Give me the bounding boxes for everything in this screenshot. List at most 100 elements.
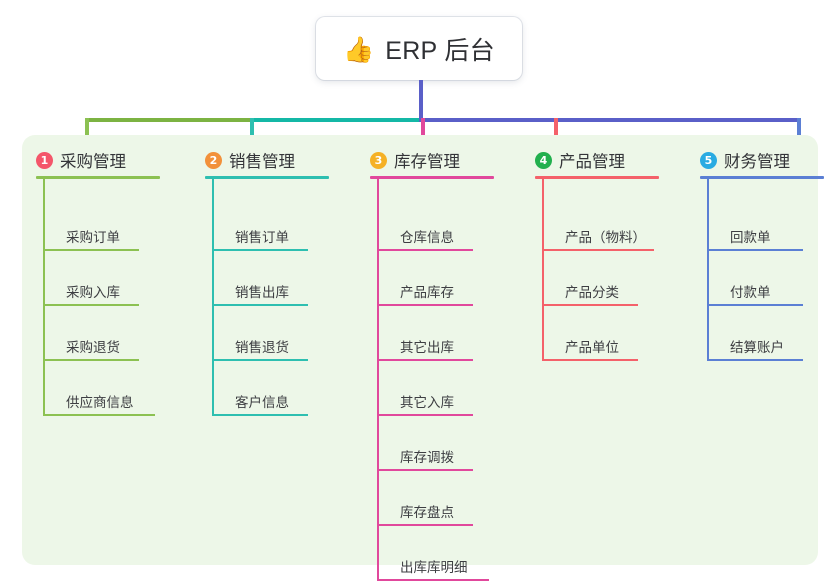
leaf-node[interactable]: 其它入库 [377, 361, 473, 416]
branch-trunk [542, 176, 544, 361]
root-title: ERP 后台 [385, 36, 495, 65]
leaf-node[interactable]: 库存盘点 [377, 471, 473, 526]
leaf-underline [43, 359, 139, 361]
leaf-label: 产品单位 [565, 340, 619, 355]
branch-title: 销售管理 [229, 153, 295, 171]
leaf-node[interactable]: 客户信息 [212, 361, 308, 416]
leaf-label: 客户信息 [235, 395, 289, 410]
connector-bar-purple [419, 118, 801, 122]
branch-number-badge: 1 [36, 151, 53, 169]
leaf-label: 库存调拨 [400, 450, 454, 465]
leaf-node[interactable]: 库存调拨 [377, 416, 473, 471]
branch-underline [700, 176, 824, 179]
leaf-node[interactable]: 回款单 [707, 196, 803, 251]
leaf-node[interactable]: 产品分类 [542, 251, 638, 306]
connector-bar-green [85, 118, 252, 122]
leaf-underline [707, 304, 803, 306]
leaf-label: 结算账户 [730, 340, 784, 355]
leaf-node[interactable]: 销售退货 [212, 306, 308, 361]
leaf-node[interactable]: 销售订单 [212, 196, 308, 251]
leaf-label: 产品（物料） [565, 230, 646, 245]
leaf-node[interactable]: 采购退货 [43, 306, 139, 361]
branch-header-2[interactable]: 2 销售管理 [191, 148, 295, 172]
branch-title: 库存管理 [394, 153, 460, 171]
branch-drop-5 [797, 118, 801, 147]
leaf-underline [377, 304, 473, 306]
leaf-node[interactable]: 采购入库 [43, 251, 139, 306]
leaf-label: 回款单 [730, 230, 771, 245]
branch-underline [36, 176, 160, 179]
leaf-label: 销售退货 [235, 340, 289, 355]
branch-underline [205, 176, 329, 179]
branch-header-5[interactable]: 5 财务管理 [686, 148, 790, 172]
leaf-node[interactable]: 产品库存 [377, 251, 473, 306]
branch-drop-3 [421, 118, 425, 147]
leaf-label: 仓库信息 [400, 230, 454, 245]
leaf-underline [377, 249, 473, 251]
leaf-underline [377, 579, 489, 581]
leaf-underline [377, 524, 473, 526]
branch-drop-1 [85, 118, 89, 147]
leaf-node[interactable]: 出库库明细 [377, 526, 489, 581]
branch-title: 产品管理 [559, 153, 625, 171]
branch-number-badge: 3 [370, 151, 387, 169]
leaf-label: 采购订单 [66, 230, 120, 245]
branch-trunk [43, 176, 45, 416]
branch-number-badge: 4 [535, 151, 552, 169]
leaf-label: 产品库存 [400, 285, 454, 300]
leaf-underline [542, 359, 638, 361]
branch-number-badge: 5 [700, 151, 717, 169]
leaf-underline [377, 469, 473, 471]
leaf-node[interactable]: 结算账户 [707, 306, 803, 361]
branch-underline [370, 176, 494, 179]
leaf-node[interactable]: 销售出库 [212, 251, 308, 306]
branch-trunk [377, 176, 379, 581]
leaf-underline [212, 304, 308, 306]
leaf-label: 采购入库 [66, 285, 120, 300]
leaf-underline [212, 414, 308, 416]
leaf-node[interactable]: 付款单 [707, 251, 803, 306]
root-node-card[interactable]: 👍 ERP 后台 [316, 17, 522, 80]
leaf-underline [377, 414, 473, 416]
leaf-label: 其它出库 [400, 340, 454, 355]
root-stem [419, 80, 423, 122]
branch-trunk [707, 176, 709, 361]
thumbs-up-icon: 👍 [343, 35, 375, 64]
leaf-node[interactable]: 仓库信息 [377, 196, 473, 251]
leaf-label: 供应商信息 [66, 395, 134, 410]
leaf-underline [542, 304, 638, 306]
leaf-label: 产品分类 [565, 285, 619, 300]
leaf-node[interactable]: 产品（物料） [542, 196, 654, 251]
leaf-label: 销售出库 [235, 285, 289, 300]
leaf-label: 其它入库 [400, 395, 454, 410]
branch-drop-4 [554, 118, 558, 147]
leaf-label: 付款单 [730, 285, 771, 300]
branch-number-badge: 2 [205, 151, 222, 169]
leaf-underline [707, 359, 803, 361]
leaf-underline [542, 249, 654, 251]
branch-header-3[interactable]: 3 库存管理 [356, 148, 460, 172]
branch-header-1[interactable]: 1 采购管理 [22, 148, 126, 172]
leaf-label: 出库库明细 [400, 560, 468, 575]
leaf-underline [43, 414, 155, 416]
leaf-underline [43, 249, 139, 251]
leaf-label: 销售订单 [235, 230, 289, 245]
leaf-underline [212, 249, 308, 251]
leaf-node[interactable]: 产品单位 [542, 306, 638, 361]
branch-trunk [212, 176, 214, 416]
leaf-node[interactable]: 供应商信息 [43, 361, 155, 416]
leaf-node[interactable]: 采购订单 [43, 196, 139, 251]
branch-underline [535, 176, 659, 179]
leaf-underline [377, 359, 473, 361]
connector-bar-teal [250, 118, 422, 122]
leaf-label: 采购退货 [66, 340, 120, 355]
leaf-node[interactable]: 其它出库 [377, 306, 473, 361]
leaf-label: 库存盘点 [400, 505, 454, 520]
branch-header-4[interactable]: 4 产品管理 [521, 148, 625, 172]
branch-title: 采购管理 [60, 153, 126, 171]
branch-title: 财务管理 [724, 153, 790, 171]
branches-panel [22, 135, 818, 565]
branch-drop-2 [250, 118, 254, 147]
leaf-underline [212, 359, 308, 361]
